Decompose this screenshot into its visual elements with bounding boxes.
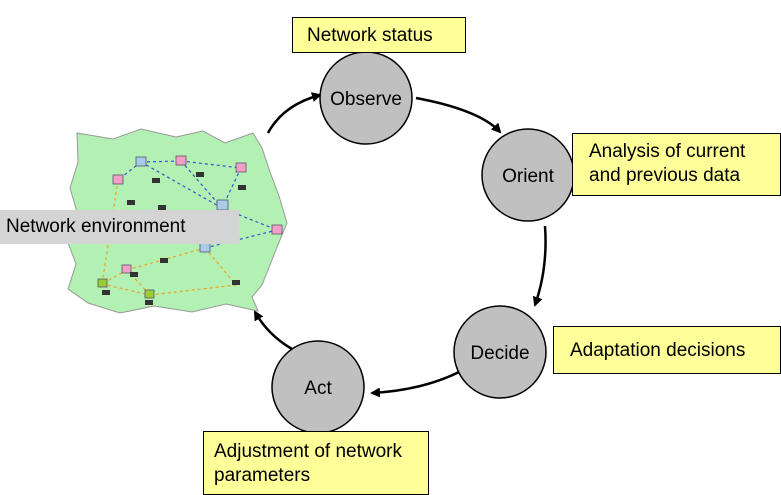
stage-orient-label: Orient <box>502 166 554 187</box>
laptop-icon <box>145 300 153 305</box>
annotation-observe-text: Network status <box>307 25 433 46</box>
annotation-observe: Network status <box>292 17 466 53</box>
router-icon <box>175 155 187 166</box>
router-icon <box>135 156 147 167</box>
annotation-orient: Analysis of current and previous data <box>572 133 781 196</box>
router-icon <box>235 162 247 173</box>
laptop-icon <box>102 290 110 295</box>
router-icon <box>199 242 211 253</box>
router-icon <box>144 289 155 299</box>
stage-orient: Orient <box>481 128 575 222</box>
arrow-environment-to-observe <box>266 92 322 134</box>
stage-act: Act <box>271 340 365 434</box>
annotation-decide: Adaptation decisions <box>553 326 781 374</box>
annotation-decide-text: Adaptation decisions <box>570 340 746 361</box>
stage-observe-label: Observe <box>330 89 402 110</box>
laptop-icon <box>130 272 138 277</box>
arrow-decide-to-act <box>370 368 464 398</box>
router-icon <box>97 278 108 288</box>
laptop-icon <box>196 172 204 177</box>
router-icon <box>121 264 132 274</box>
annotation-orient-line1: Analysis of current <box>589 141 746 162</box>
network-environment-text: Network environment <box>6 216 186 237</box>
arrow-observe-to-orient <box>415 96 502 134</box>
laptop-icon <box>127 200 135 205</box>
network-devices <box>97 155 283 305</box>
stage-decide-label: Decide <box>470 343 529 364</box>
arrow-orient-to-decide <box>532 225 547 307</box>
network-environment-label: Network environment <box>0 210 239 244</box>
stage-act-label: Act <box>304 378 332 399</box>
laptop-icon <box>232 280 240 285</box>
annotation-act-line1: Adjustment of network <box>214 441 402 462</box>
annotation-act-line2: parameters <box>214 465 311 486</box>
laptop-icon <box>158 205 166 210</box>
annotation-act: Adjustment of network parameters <box>203 431 429 495</box>
stage-observe: Observe <box>319 51 413 145</box>
arrow-act-to-environment <box>253 310 293 351</box>
laptop-icon <box>160 258 168 263</box>
laptop-icon <box>238 185 246 190</box>
laptop-icon <box>152 178 160 183</box>
stage-decide: Decide <box>453 305 547 399</box>
router-icon <box>112 174 124 185</box>
annotation-orient-line2: and previous data <box>589 165 741 186</box>
router-icon <box>216 199 229 211</box>
router-icon <box>271 224 283 235</box>
